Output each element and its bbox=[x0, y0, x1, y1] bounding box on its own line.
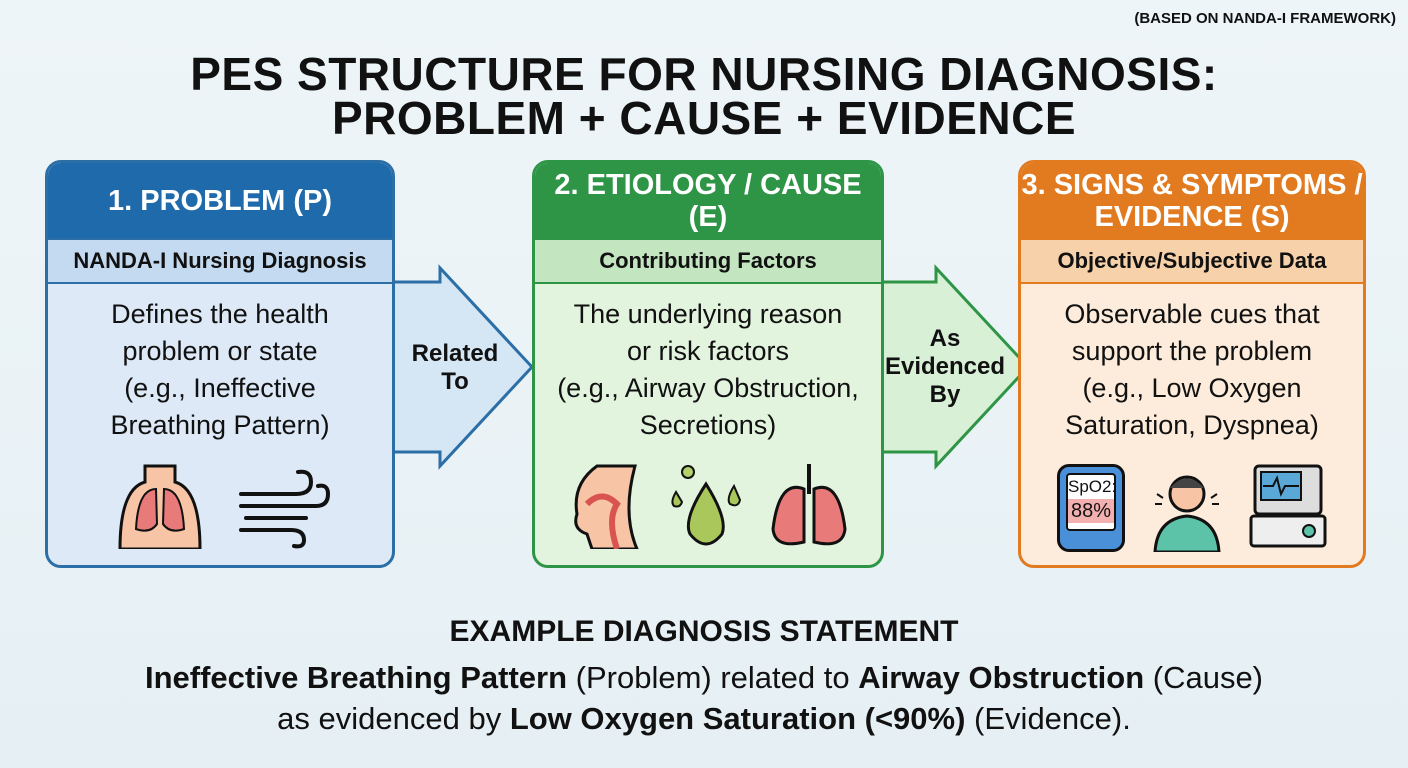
droplets-icon bbox=[671, 465, 742, 546]
example-line-2: as evidenced by Low Oxygen Saturation (<… bbox=[277, 701, 1131, 736]
evidence-header: 3. SIGNS & SYMPTOMS /EVIDENCE (S) bbox=[1021, 163, 1363, 238]
example-line-1: Ineffective Breathing Pattern (Problem) … bbox=[144, 660, 1264, 695]
etiology-subheader: Contributing Factors bbox=[535, 238, 881, 284]
framework-note: (BASED ON NANDA-I FRAMEWORK) bbox=[1134, 10, 1396, 27]
title-line-2: PROBLEM + CAUSE + EVIDENCE bbox=[331, 92, 1077, 144]
title-line-1: PES STRUCTURE FOR NURSING DIAGNOSIS: bbox=[190, 48, 1218, 100]
problem-subheader: NANDA-I Nursing Diagnosis bbox=[48, 238, 392, 284]
dyspnea-patient-icon bbox=[1153, 475, 1221, 552]
problem-box: 1. PROBLEM (P) NANDA-I Nursing Diagnosis… bbox=[45, 160, 395, 568]
airway-icon bbox=[574, 464, 639, 549]
etiology-header: 2. ETIOLOGY / CAUSE (E) bbox=[535, 163, 881, 238]
evidence-subheader: Objective/Subjective Data bbox=[1021, 238, 1363, 284]
spo2-value: 88% bbox=[1068, 499, 1114, 523]
lungs-icon bbox=[771, 464, 847, 546]
etiology-box: 2. ETIOLOGY / CAUSE (E) Contributing Fac… bbox=[532, 160, 884, 568]
example-heading: EXAMPLE DIAGNOSIS STATEMENT bbox=[449, 615, 959, 648]
wind-icon bbox=[238, 469, 330, 549]
lungs-torso-icon bbox=[117, 464, 202, 549]
problem-header: 1. PROBLEM (P) bbox=[48, 163, 392, 238]
evidence-box: 3. SIGNS & SYMPTOMS /EVIDENCE (S) Object… bbox=[1018, 160, 1366, 568]
monitor-icon bbox=[1249, 464, 1327, 548]
spo2-label: SpO2: bbox=[1068, 477, 1117, 496]
pulse-oximeter-icon: SpO2: 88% bbox=[1057, 464, 1125, 552]
